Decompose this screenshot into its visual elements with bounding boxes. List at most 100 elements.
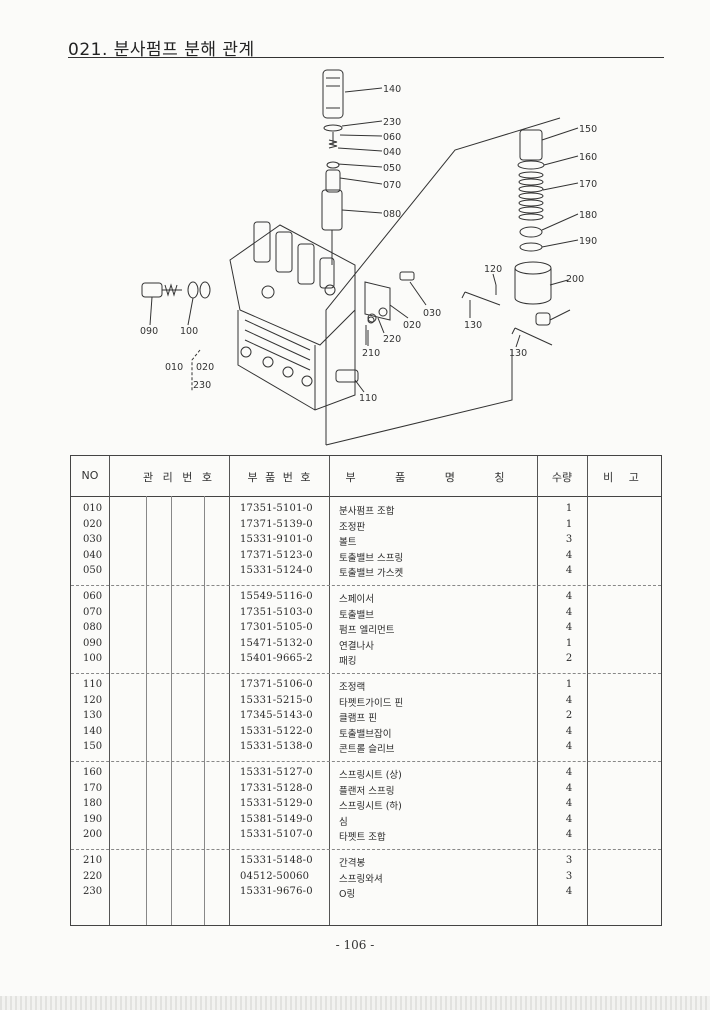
tappet-guide-pin-part [535, 312, 551, 326]
callout-040: 040 [383, 147, 401, 158]
row-part-number: 15471-5132-0 [240, 637, 313, 649]
row-quantity: 2 [565, 653, 573, 664]
callout-130-a: 130 [464, 320, 482, 331]
table-header: NO 관 리 번 호 부 품 번 호 부 품 명 칭 수량 비 고 [71, 456, 661, 497]
scan-edge [0, 996, 710, 1010]
packing-part [187, 281, 199, 299]
callout-170: 170 [579, 179, 597, 190]
pump-element-part [321, 189, 343, 231]
table-row: 120 15331-5215-0 타펫트가이드 핀 4 [71, 694, 661, 710]
row-quantity: 4 [565, 886, 573, 897]
callout-110: 110 [359, 393, 377, 404]
column-divider [171, 496, 172, 925]
row-quantity: 4 [565, 725, 573, 737]
callout-020: 020 [403, 320, 421, 331]
exploded-parts-diagram: 140 230 060 040 050 070 080 150 160 170 … [140, 69, 597, 446]
adjusting-plate-part [364, 281, 391, 321]
row-quantity: 3 [565, 870, 573, 882]
row-part-name: 클램프 핀 [339, 713, 377, 724]
row-part-number: 17371-5139-0 [240, 518, 313, 530]
callout-120: 120 [484, 264, 502, 275]
row-part-number: 15331-9676-0 [240, 886, 313, 897]
row-part-number: 15381-5149-0 [240, 813, 313, 825]
row-part-number: 15331-5127-0 [240, 767, 313, 778]
row-quantity: 4 [565, 622, 573, 633]
header-mgmt-no: 관 리 번 호 [143, 471, 215, 484]
row-part-name: 간격봉 [339, 858, 366, 869]
row-no: 070 [83, 606, 103, 618]
row-no: 020 [83, 518, 103, 530]
row-part-number: 17345-5143-0 [240, 710, 313, 721]
column-divider [329, 456, 330, 925]
callout-210: 210 [362, 348, 380, 359]
callout-150: 150 [579, 124, 597, 135]
row-no: 170 [83, 782, 103, 794]
row-part-name: 토출밸브 [339, 609, 374, 621]
row-quantity: 1 [565, 503, 573, 514]
row-part-number: 15331-5215-0 [240, 694, 313, 706]
callout-140: 140 [383, 84, 401, 95]
row-part-name: 스페이서 [339, 594, 374, 605]
row-no: 220 [83, 870, 103, 882]
row-part-number: 15331-5148-0 [240, 855, 313, 866]
page-title: 021. 분사펌프 분해 관계 [68, 40, 255, 60]
row-part-number: 17331-5128-0 [240, 782, 313, 794]
header-qty: 수량 [551, 471, 573, 484]
row-no: 180 [83, 798, 103, 809]
row-quantity: 4 [565, 694, 573, 706]
row-part-name: 분사펌프 조합 [339, 506, 395, 517]
group-separator [71, 585, 661, 586]
row-no: 010 [83, 503, 103, 514]
callout-220: 220 [383, 334, 401, 345]
row-quantity: 3 [565, 855, 573, 866]
row-part-name: 타펫트가이드 핀 [339, 697, 404, 709]
header-note: 비 고 [603, 471, 645, 484]
row-part-name: 조정판 [339, 521, 366, 533]
callout-100: 100 [180, 326, 198, 337]
group-separator [71, 761, 661, 762]
header-part-no: 부 품 번 호 [247, 471, 313, 484]
row-no: 230 [83, 886, 103, 897]
row-part-number: 17351-5101-0 [240, 503, 313, 514]
callout-030: 030 [423, 308, 441, 319]
plunger-spring-part [518, 171, 544, 221]
callout-230-group: 230 [193, 380, 211, 391]
row-part-name: 패킹 [339, 656, 357, 667]
callout-090: 090 [140, 326, 158, 337]
column-divider [229, 456, 230, 925]
row-quantity: 1 [565, 679, 573, 690]
row-quantity: 4 [565, 798, 573, 809]
group-separator [71, 673, 661, 674]
column-divider [109, 456, 110, 925]
clamp-pin-part-1 [461, 291, 501, 306]
grouping-line-lower [325, 350, 513, 446]
spring-seat-lower-part [519, 226, 543, 238]
row-no: 150 [83, 741, 103, 752]
row-part-name: 심 [339, 816, 348, 828]
row-part-name: 타펫트 조합 [339, 832, 386, 843]
row-part-name: 펌프 엘리먼트 [339, 625, 395, 636]
row-no: 210 [83, 855, 103, 866]
delivery-valve-part [325, 169, 341, 193]
parts-table: NO 관 리 번 호 부 품 번 호 부 품 명 칭 수량 비 고 010 173… [70, 455, 662, 926]
row-no: 060 [83, 591, 103, 602]
row-quantity: 4 [565, 829, 573, 840]
row-part-name: 스프링시트 (하) [339, 801, 402, 812]
row-no: 120 [83, 694, 103, 706]
callout-070: 070 [383, 180, 401, 191]
row-part-number: 15331-5107-0 [240, 829, 313, 840]
callout-080: 080 [383, 209, 401, 220]
row-part-number: 15401-9665-2 [240, 653, 313, 664]
row-part-number: 15331-5129-0 [240, 798, 313, 809]
row-no: 090 [83, 637, 103, 649]
row-no: 080 [83, 622, 103, 633]
row-part-number: 17371-5106-0 [240, 679, 313, 690]
